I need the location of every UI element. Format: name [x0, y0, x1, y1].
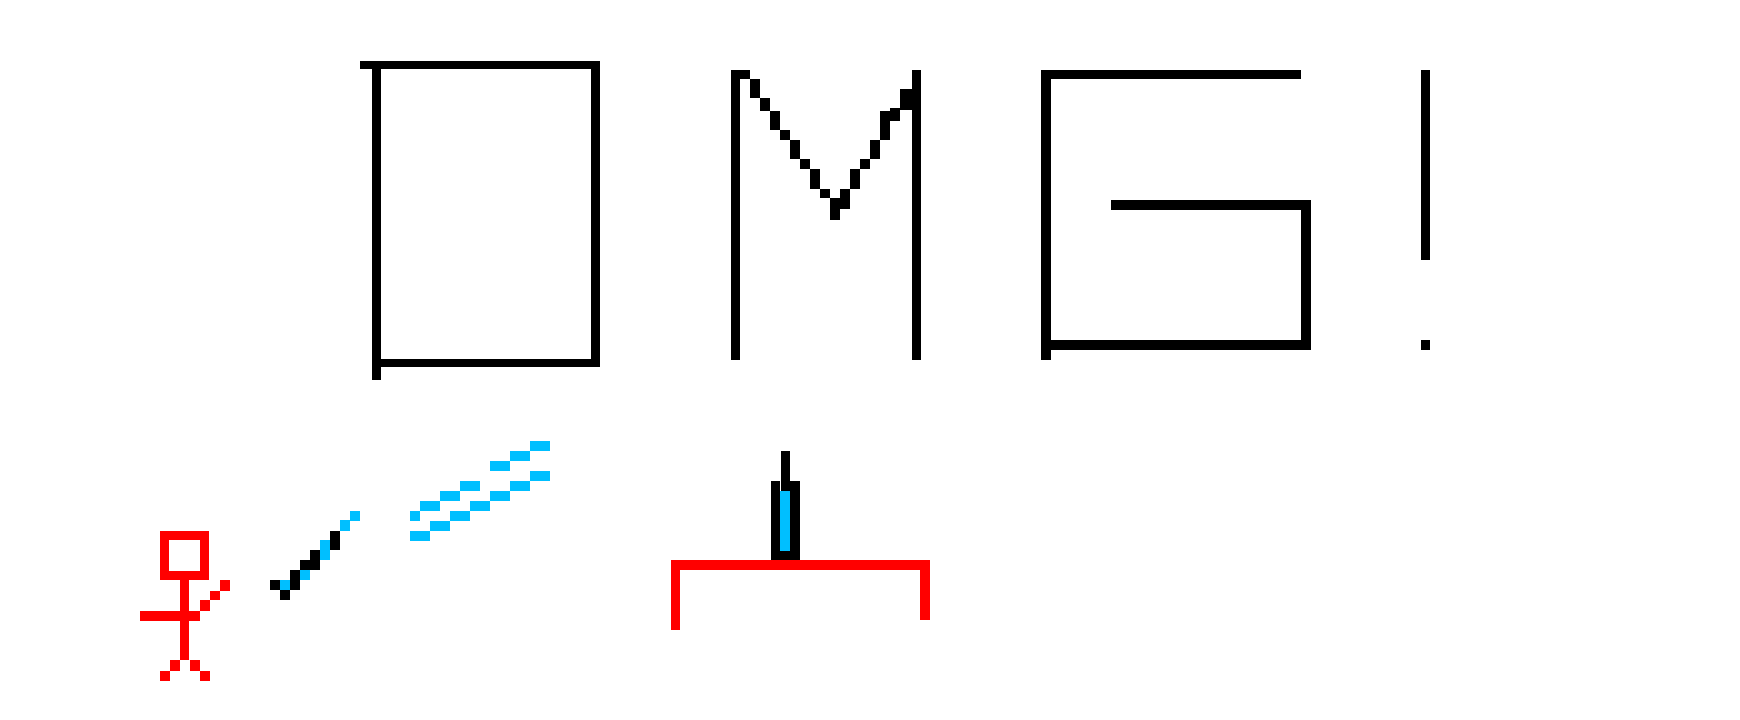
table-icon [671, 560, 930, 630]
headline-exclamation [1421, 70, 1430, 350]
stuck-sword-icon [771, 451, 800, 560]
headline-letter-g [1041, 70, 1311, 360]
stick-figure-icon [140, 531, 230, 681]
slash-effect-icon [410, 441, 550, 541]
sword-icon [270, 511, 360, 600]
headline-letter-m [731, 70, 921, 360]
headline-letter-o [360, 61, 600, 380]
